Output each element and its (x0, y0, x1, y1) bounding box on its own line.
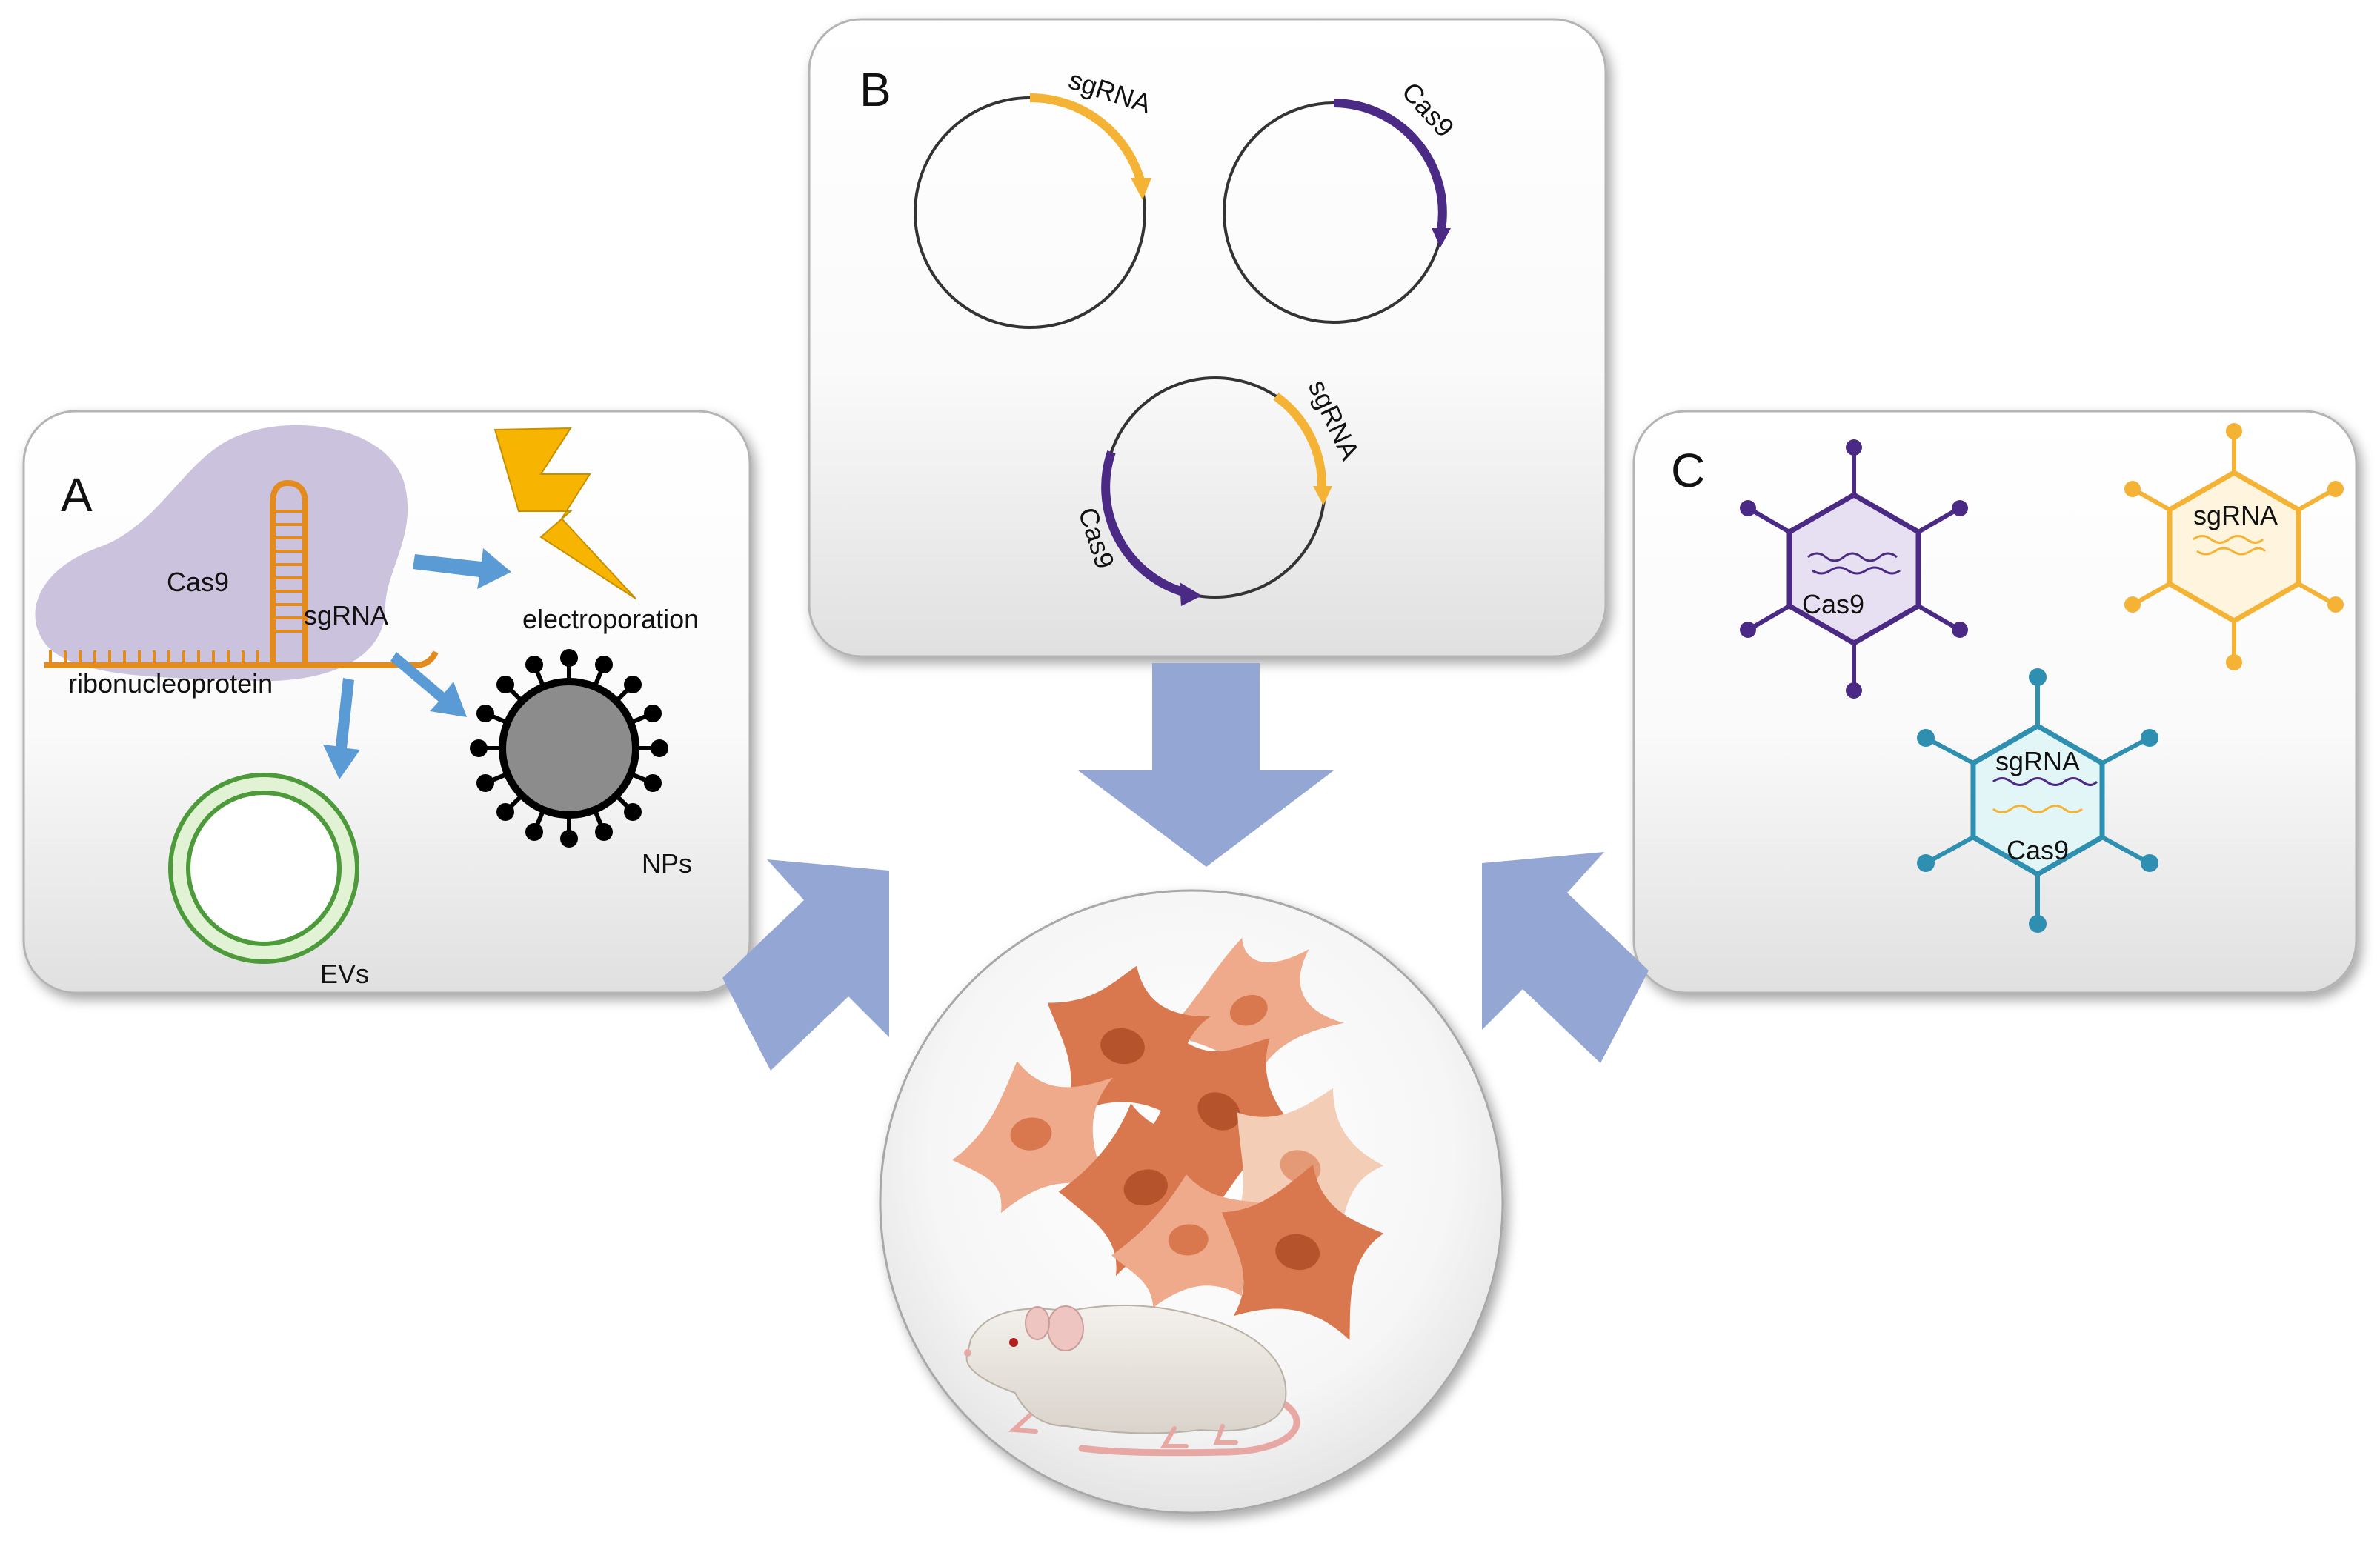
arrow-from-panel-b (1078, 663, 1334, 867)
virus1-cas9-label: Cas9 (1802, 589, 1864, 619)
cell-icon (1130, 1036, 1301, 1211)
panel-c-letter: C (1671, 444, 1705, 497)
cell-icon (1166, 937, 1344, 1083)
virus2-sgrna-label: sgRNA (2193, 500, 2278, 530)
panel-c: C Cas9 (1632, 410, 2358, 994)
viral-capsid-icon (2124, 423, 2344, 670)
nanoparticle-icon (470, 649, 668, 848)
cell-cluster (952, 937, 1384, 1340)
panel-a-letter: A (61, 468, 93, 522)
vesicle-icon (168, 773, 359, 964)
target-circle (879, 889, 1504, 1514)
arrow-to-evs (323, 678, 360, 779)
panel-b-box (808, 18, 1607, 658)
cell-icon (1221, 1164, 1384, 1340)
viral-capsid-icon (1740, 439, 1968, 699)
sgrna-strand (44, 479, 439, 668)
cell-icon (1111, 1174, 1271, 1308)
virus3-cas9-label: Cas9 (2007, 835, 2069, 865)
viral-capsid-icon (1917, 668, 2158, 933)
panel-b-letter: B (860, 63, 891, 116)
panel-b: B sgRNA Cas9 sgRNA Cas9 (808, 18, 1607, 658)
arrow-from-panel-c (1482, 852, 1649, 1063)
arrow-to-electroporation (413, 548, 511, 589)
electroporation-label: electroporation (522, 604, 699, 634)
small-arrows (323, 548, 511, 779)
virus3-sgrna-label: sgRNA (1995, 746, 2080, 776)
panel-a: A Cas9 sgRNA ribonucleoprotein (22, 410, 751, 994)
rnp-label: ribonucleoprotein (68, 668, 273, 699)
arrow-from-panel-a (722, 859, 889, 1071)
plasmid-icon (1223, 99, 1451, 324)
cas9-protein-blob (35, 425, 408, 682)
nps-label: NPs (642, 848, 692, 879)
lightning-icon (493, 427, 636, 599)
rnp-sgrna-label: sgRNA (304, 600, 388, 630)
mouse-tail (1078, 1397, 1300, 1457)
arrow-to-nps (390, 652, 467, 717)
plasmid-icon (914, 93, 1151, 329)
big-arrows (722, 663, 1649, 1071)
rnp-cas9-label: Cas9 (167, 567, 229, 597)
evs-label: EVs (320, 959, 369, 989)
mouse-body (965, 1304, 1287, 1434)
cell-icon (952, 1061, 1113, 1214)
mouse-icon (964, 1304, 1300, 1457)
plasmid-icon (1101, 376, 1332, 606)
